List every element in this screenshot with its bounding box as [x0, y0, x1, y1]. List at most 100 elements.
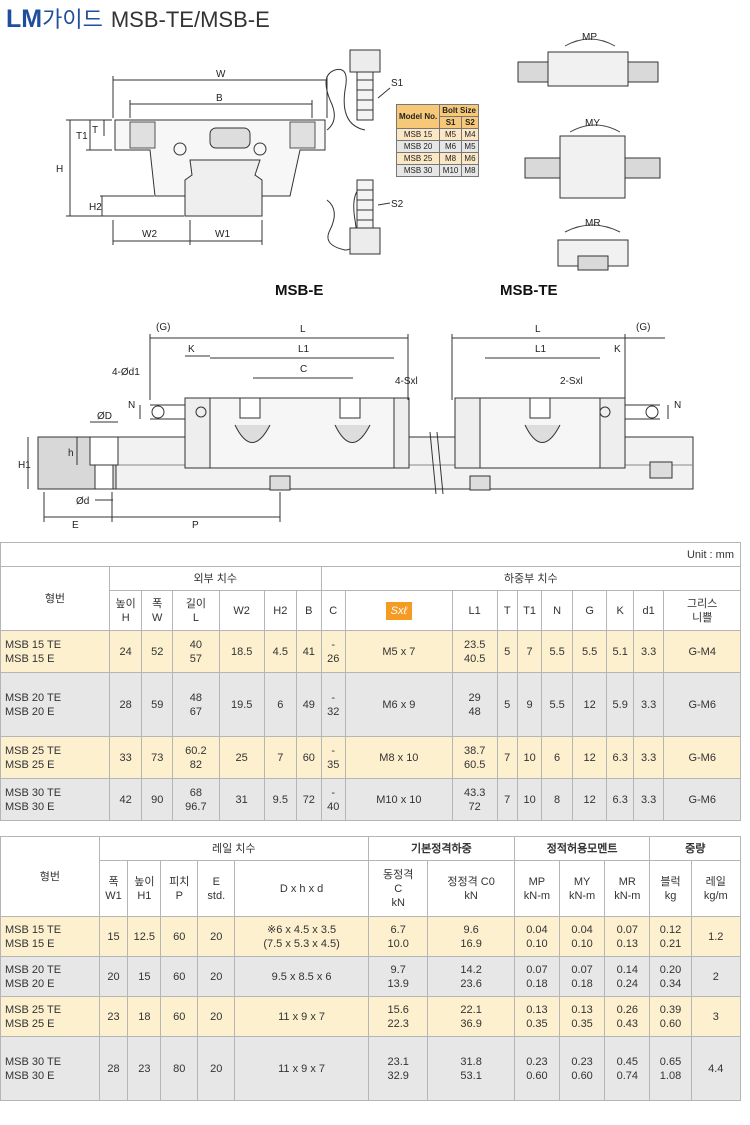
wire-path: [325, 68, 366, 131]
t1-outer-header: 외부 치수: [108, 566, 322, 591]
dim-T: T: [92, 125, 98, 136]
label-msb-e: MSB-E: [275, 282, 324, 299]
dim-G-right: (G): [636, 322, 650, 333]
title-lm: LM: [6, 5, 43, 33]
side-view-drawing: (G) (G) L L L1 L1 K K C 4-Ød1 4-Sxl 2-Sx…: [18, 322, 694, 531]
dim-L1-right: L1: [535, 344, 547, 355]
bolt-s2-shank: [356, 179, 374, 229]
t2-model-header: 형번: [0, 836, 100, 917]
dim-L-left: L: [300, 324, 306, 335]
bolt-s1-shank: [356, 71, 374, 121]
block-outline: [114, 119, 326, 197]
dim-C: C: [300, 364, 307, 375]
dim-4-sxl: 4-Sxl: [395, 376, 418, 387]
t1-col-B: B: [296, 590, 322, 631]
bolt-row-s1: M6: [439, 140, 462, 153]
dim-H: H: [56, 164, 63, 175]
t1-col-G: G: [571, 590, 608, 631]
dim-W: W: [216, 69, 226, 80]
bolt-row-s1: M10: [439, 164, 462, 177]
bolt-row-model: MSB 30: [395, 164, 441, 177]
bolt-row-s2: M8: [460, 164, 480, 177]
label-msb-te: MSB-TE: [500, 282, 558, 299]
dim-W1: W1: [215, 229, 230, 240]
moment-MP: MP: [582, 32, 597, 43]
moment-MR: MR: [585, 218, 601, 229]
bolt-row-model: MSB 15: [395, 128, 441, 141]
t1-model-header: 형번: [0, 566, 110, 631]
dim-E: E: [72, 520, 79, 531]
t1-col-T: T: [496, 590, 518, 631]
t1-col-Sxl: Sxℓ: [344, 590, 453, 631]
dim-T1: T1: [76, 131, 88, 142]
bolt-size-header: Bolt Size: [439, 104, 479, 117]
dim-B: B: [216, 93, 223, 104]
bolt-row-s1: M5: [439, 128, 462, 141]
dim-K-right: K: [614, 344, 621, 355]
dim-N-right: N: [674, 400, 681, 411]
dim-d: Ød: [76, 496, 89, 507]
title-guide: 가이드: [42, 8, 103, 33]
dim-W2: W2: [142, 229, 157, 240]
dim-K-left: K: [188, 344, 195, 355]
dim-H2: H2: [89, 202, 102, 213]
dim-2-sxl: 2-Sxl: [560, 376, 583, 387]
t1-col-K: K: [606, 590, 634, 631]
dim-H1: H1: [18, 460, 31, 471]
bolt-row-s2: M6: [460, 152, 480, 165]
bolt-s1-header: S1: [439, 116, 462, 129]
t2-rail-header: 레일 치수: [98, 836, 369, 861]
dim-h: h: [68, 448, 74, 459]
dim-P: P: [192, 520, 199, 531]
dim-G-left: (G): [156, 322, 170, 333]
dim-d1: 4-Ød1: [112, 367, 140, 378]
t2-static-header: 기본정격하중: [367, 836, 515, 861]
t2-weight-header: 중량: [649, 836, 741, 861]
bolt-s2-header: S2: [460, 116, 480, 129]
page-title: LM가이드 MSB-TE/MSB-E: [6, 2, 270, 33]
dim-S2: S2: [391, 199, 404, 210]
t1-col-W2: W2: [218, 590, 265, 631]
bolt-s2-head: [349, 227, 381, 255]
bolt-s1-head: [349, 49, 381, 73]
t1-col-L1: L1: [451, 590, 498, 631]
bolt-row-model: MSB 20: [395, 140, 441, 153]
t2-moment-header: 정적허용모멘트: [513, 836, 651, 861]
dim-L1-left: L1: [298, 344, 310, 355]
t1-load-header: 하중부 치수: [320, 566, 742, 591]
t1-col-T1: T1: [516, 590, 543, 631]
cross-section-drawing: W B T1 T H H2 W2 W1 S1 S2 MP MY MR: [56, 32, 661, 271]
dim-N-left: N: [128, 400, 135, 411]
t1-col-C: C: [320, 590, 346, 631]
t1-col-H2: H2: [263, 590, 298, 631]
moment-MY: MY: [585, 118, 600, 129]
title-model: MSB-TE/MSB-E: [110, 7, 270, 32]
dim-D: ØD: [97, 411, 112, 422]
bolt-row-s1: M8: [439, 152, 462, 165]
